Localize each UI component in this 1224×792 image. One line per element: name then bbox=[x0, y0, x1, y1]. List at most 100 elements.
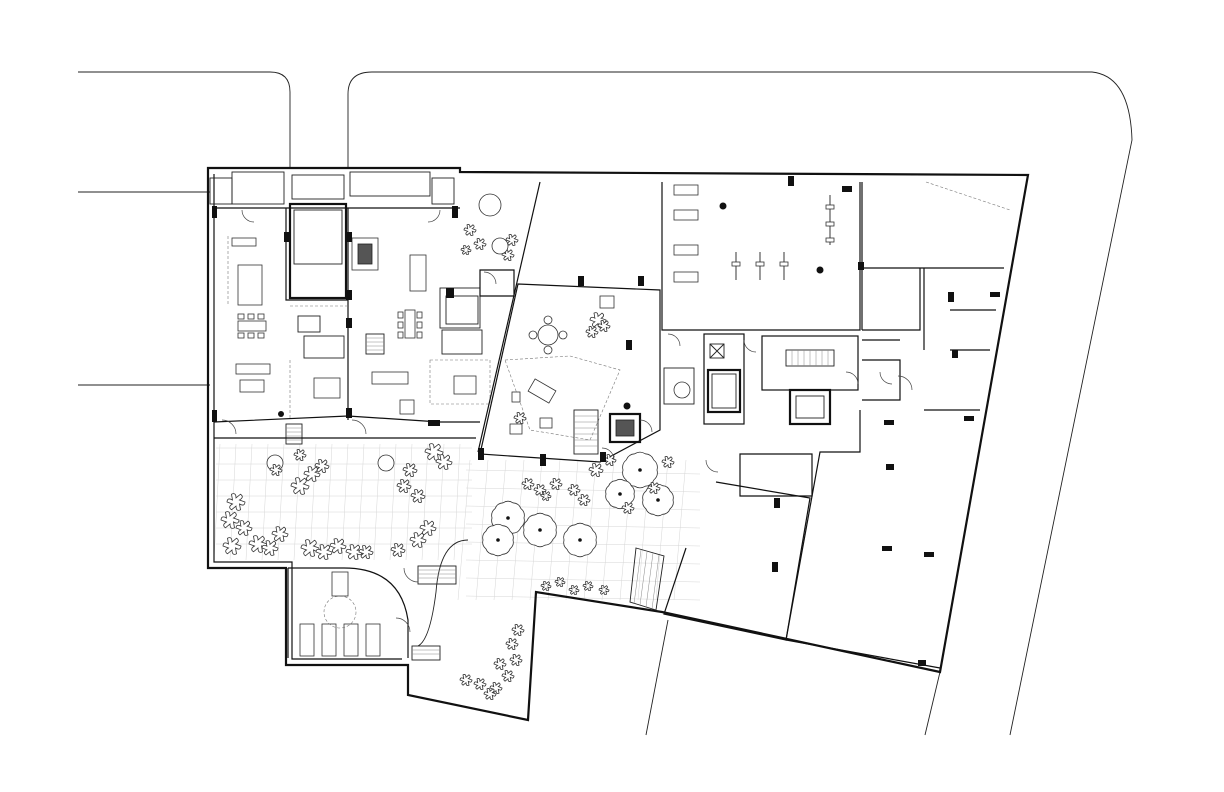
balcony-west bbox=[209, 177, 233, 205]
central-core bbox=[288, 202, 348, 300]
column bbox=[924, 552, 934, 557]
column bbox=[212, 410, 217, 422]
column bbox=[990, 292, 1000, 297]
shaft bbox=[709, 343, 725, 359]
sofa-icon bbox=[235, 363, 271, 393]
round-table-icon bbox=[673, 381, 691, 399]
shrub-icon bbox=[493, 658, 507, 670]
column bbox=[788, 176, 794, 186]
column bbox=[346, 408, 352, 418]
lounge-bed bbox=[331, 571, 349, 597]
column bbox=[212, 206, 217, 218]
structural-columns bbox=[212, 176, 1000, 666]
street-edge-north-west bbox=[78, 71, 291, 168]
balcony-east bbox=[431, 177, 455, 205]
shrub-icon bbox=[568, 584, 580, 596]
door-swing-icon bbox=[221, 209, 913, 633]
shrub-icon bbox=[396, 479, 412, 493]
round-table-icon bbox=[491, 237, 509, 255]
bed bbox=[313, 377, 341, 399]
shrub-icon bbox=[226, 493, 246, 511]
shrub-icon bbox=[521, 478, 535, 490]
column bbox=[346, 290, 352, 300]
staircase-icon bbox=[785, 349, 835, 367]
column bbox=[578, 276, 584, 286]
column bbox=[346, 232, 352, 242]
shrub-icon bbox=[293, 449, 307, 461]
column bbox=[446, 288, 454, 298]
shrub-icon bbox=[661, 456, 675, 468]
shrub-icon bbox=[540, 490, 552, 502]
shrub-icon bbox=[509, 654, 523, 666]
roof-line bbox=[925, 181, 1011, 211]
parasol bbox=[323, 595, 357, 629]
shrub-icon bbox=[261, 540, 279, 556]
street-edge-north-east bbox=[347, 71, 1133, 736]
sofa-icon bbox=[371, 371, 415, 415]
plot-line-south-a bbox=[645, 619, 669, 736]
east-unit-boundary bbox=[785, 410, 941, 669]
shrub-icon bbox=[235, 520, 253, 536]
lift-shaft bbox=[293, 209, 343, 265]
kitchen-island-west bbox=[237, 264, 263, 306]
column bbox=[346, 318, 352, 328]
tree-canopy-icon bbox=[478, 193, 502, 217]
south-unit bbox=[663, 481, 811, 641]
shrub-icon bbox=[567, 484, 581, 496]
kitchen-counter-west bbox=[231, 237, 257, 247]
column bbox=[540, 454, 546, 466]
shrub-icon bbox=[647, 482, 661, 494]
service-core-east bbox=[663, 333, 859, 426]
shrub-icon bbox=[290, 477, 310, 495]
gym-outline bbox=[661, 182, 861, 331]
shrub-icon bbox=[598, 584, 610, 596]
staircase-icon bbox=[411, 645, 441, 661]
shrub-icon bbox=[582, 580, 594, 592]
east-rooms bbox=[663, 181, 1011, 669]
north-stair bbox=[349, 171, 431, 197]
bathroom bbox=[445, 295, 479, 325]
shrub-icon bbox=[409, 532, 427, 548]
shrub-icon bbox=[345, 544, 363, 560]
sun-lounger-icon bbox=[299, 623, 381, 657]
shrub-icon bbox=[540, 580, 552, 592]
garden-west bbox=[214, 224, 611, 560]
plot-line-south-b bbox=[924, 671, 941, 736]
column bbox=[886, 464, 894, 470]
garden-south bbox=[287, 451, 675, 700]
shrub-icon bbox=[554, 576, 566, 588]
dining-table-icon bbox=[397, 309, 423, 339]
south-inner-wall bbox=[213, 415, 480, 423]
column bbox=[964, 416, 974, 421]
shrub-icon bbox=[473, 678, 487, 690]
shrub-icon bbox=[314, 459, 330, 473]
column bbox=[842, 186, 852, 192]
shrub-icon bbox=[483, 688, 497, 700]
elevator-icon bbox=[706, 368, 742, 414]
staircase-icon bbox=[629, 547, 665, 611]
column bbox=[284, 232, 290, 242]
outer-wall-inner-face bbox=[213, 174, 402, 660]
building-outline bbox=[206, 166, 1030, 722]
armchair bbox=[509, 423, 523, 435]
column bbox=[882, 546, 892, 551]
small-unit bbox=[739, 453, 813, 497]
kitchen-island-east bbox=[409, 254, 427, 292]
armchair bbox=[539, 417, 553, 429]
shrub-icon bbox=[220, 511, 240, 529]
core-room bbox=[703, 333, 745, 425]
site-context bbox=[78, 71, 1133, 736]
west-facade-line bbox=[477, 181, 541, 453]
sofa-icon bbox=[527, 378, 557, 404]
shrub-icon bbox=[505, 234, 519, 246]
round-table-icon bbox=[528, 315, 568, 355]
column bbox=[452, 206, 458, 218]
column bbox=[884, 420, 894, 425]
shrub-icon bbox=[473, 238, 487, 250]
central-lounge bbox=[477, 181, 661, 463]
column bbox=[948, 292, 954, 302]
side-table bbox=[511, 391, 521, 403]
room-partitions bbox=[861, 182, 1004, 411]
lounge-outline bbox=[479, 283, 661, 463]
